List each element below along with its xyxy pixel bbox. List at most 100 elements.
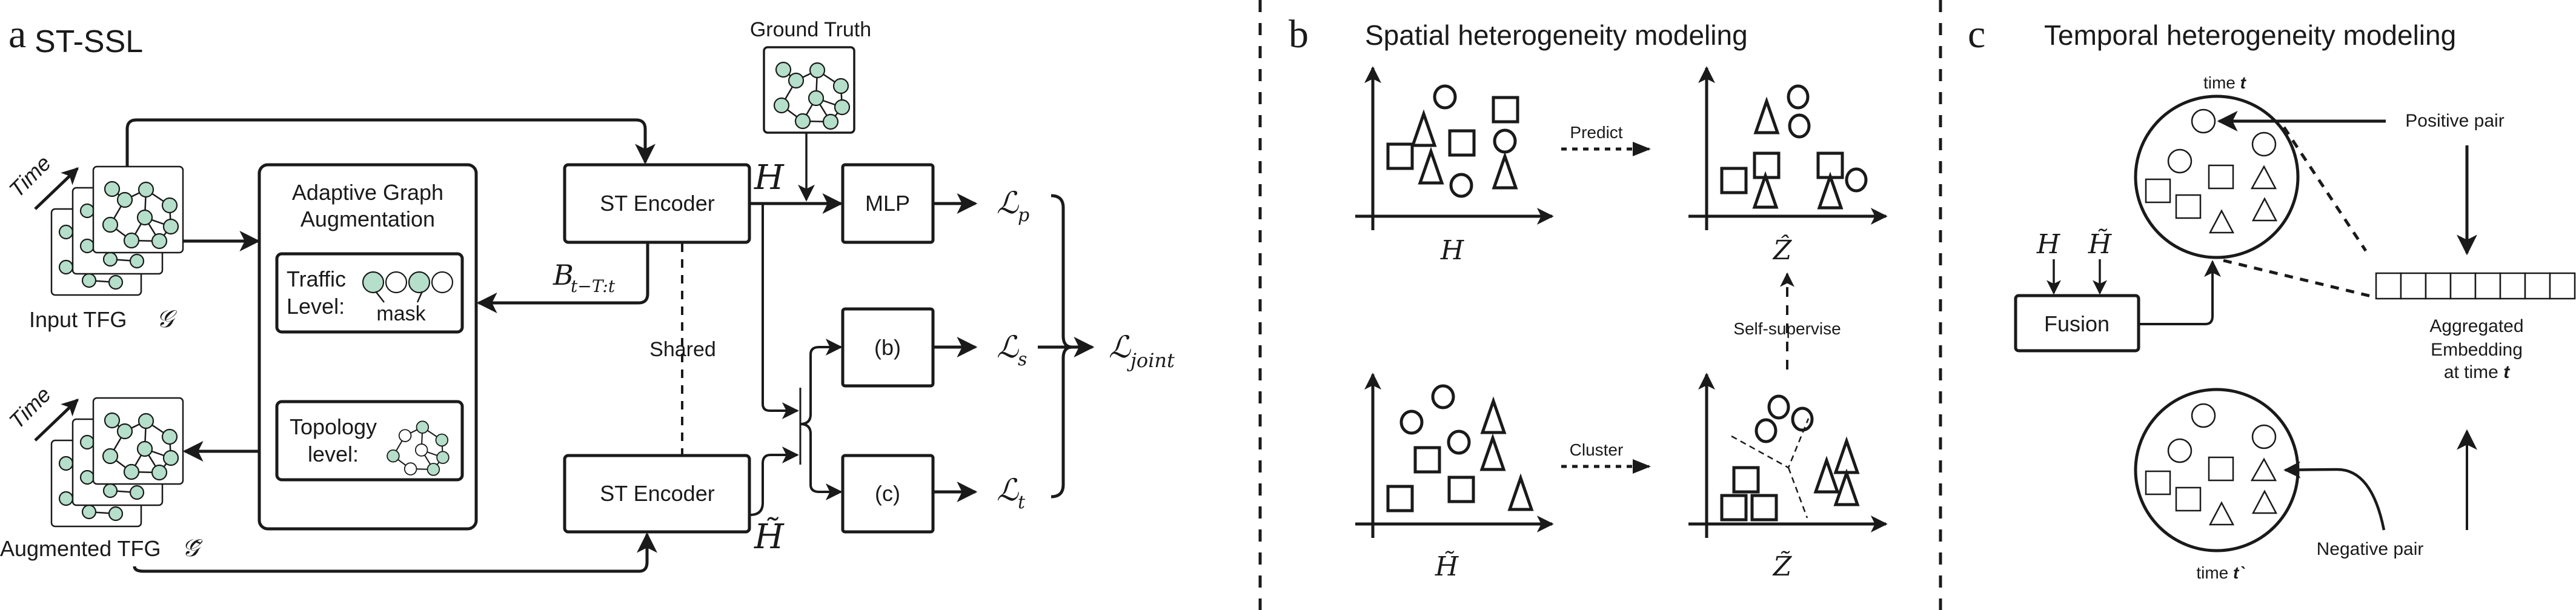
square-point [1447,476,1475,503]
panel-a-title: ST-SSL [35,24,143,59]
traffic-level-line1: Traffic [287,267,346,291]
module-c-box [841,454,935,534]
fusion-input-h-tilde: H̃ [2088,228,2113,260]
triangle-point [1819,176,1841,208]
panel-c-letter: c [1968,12,1985,56]
input-tfg-symbol: 𝒢 [156,305,178,333]
plot-label-h: H [1440,235,1465,266]
embedding-cell [2499,272,2526,300]
square-point [1732,466,1760,494]
arrow-augmented-to-encoder [133,532,657,573]
mlp-label: MLP [865,191,910,216]
junction-to-c [800,423,843,500]
embedding-cell [2425,272,2452,300]
triangle-point [1816,460,1837,492]
bias-subscript: t−T:t [571,276,616,296]
panel-b: b Spatial heterogeneity modeling H Predi… [1289,12,1888,582]
plot-label-h-tilde: H̃ [1435,550,1459,582]
triangle-point [1754,176,1776,207]
square-point [1753,151,1781,179]
aggregated-embedding-bar [2375,272,2576,300]
loss-joint: ℒ joint [1109,330,1175,372]
fusion-label: Fusion [2044,311,2110,336]
traffic-level-box [275,252,464,334]
plot-label-z-hat: Ẑ [1772,234,1793,266]
st-encoder-top-label: ST Encoder [600,191,714,216]
mask-pointer [416,291,423,303]
square-point [1386,142,1414,170]
panel-a-letter: a [8,12,26,56]
augmentation-title-line1: Adaptive Graph [292,180,443,205]
square-point [1386,485,1414,512]
input-tfg-label: Input TFG [29,307,127,332]
loss-spatial: ℒ s [997,330,1027,370]
triangle-point [1494,156,1516,188]
panel-c: c Temporal heterogeneity modeling time t… [1968,12,2576,582]
junction-to-b [800,339,843,425]
embedding-label-line3: at time t [2444,362,2511,382]
time-t-prime-points [2145,403,2278,526]
negative-pair-label: Negative pair [2317,539,2424,559]
triangle-point [1420,151,1442,183]
circle-point [1447,429,1471,455]
svg-text:ℒ: ℒ [997,185,1019,220]
h-tilde-symbol: H̃ [754,517,785,557]
embedding-label-line1: Aggregated [2429,316,2523,336]
masked-node [362,271,385,294]
augmented-tfg-symbol: 𝒢̃ [182,534,203,562]
embedding-label-line2: Embedding [2431,340,2523,360]
arrow-fusion-to-ellipse [2139,260,2221,325]
time-arrow-input: Time [4,150,79,210]
triangle-point [1482,401,1504,433]
square-point [1492,96,1519,124]
svg-text:joint: joint [1127,349,1175,372]
circle-point [1754,418,1778,443]
triangle-point [1482,438,1504,469]
loss-prediction: ℒ p [997,185,1029,226]
loss-temporal: ℒ t [997,472,1026,513]
scatter-z-hat: Ẑ [1688,66,1888,266]
circle-point [1493,128,1517,154]
svg-text:s: s [1018,349,1027,370]
svg-text:p: p [1018,205,1029,226]
scatter-z-tilde: Z̃ [1688,373,1888,582]
svg-text:ℒ: ℒ [997,472,1019,508]
circle-point [1399,409,1424,435]
predict-label: Predict [1570,123,1622,142]
time-arrow-augmented: Time [4,382,79,442]
h-tilde-branch-line [749,446,799,516]
embedding-space-time-t-prime [2134,388,2300,552]
traffic-mask-nodes [362,271,454,294]
circle-point [1767,394,1790,420]
augmented-tfg-stack [50,397,184,528]
unmasked-node [431,271,454,294]
cluster-boundary [1731,418,1810,519]
triangle-point [1510,478,1532,509]
embedding-cell [2375,272,2402,300]
traffic-level-line2: Level: [287,294,345,319]
h-branch-line [762,204,799,419]
self-supervise-label: Self-supervise [1733,319,1841,338]
scatter-h-tilde: H̃ [1355,373,1554,582]
bias-symbol: B [553,259,574,291]
embedding-cell [2400,272,2427,300]
circle-point [1787,84,1810,110]
unmasked-node [385,271,408,294]
triangle-point [1836,441,1857,472]
panel-b-letter: b [1289,12,1309,56]
time-label-input: Time [4,150,56,202]
square-point [1720,494,1748,522]
fusion-input-h: H [2036,229,2061,260]
panel-a: a ST-SSL Time Input TFG 𝒢 [0,12,1175,573]
triangle-point [1413,114,1435,145]
panel-b-title: Spatial heterogeneity modeling [1365,19,1748,51]
time-t-prime-label: time t` [2196,563,2245,582]
st-encoder-bottom-label: ST Encoder [600,481,714,506]
embedding-space-time-t [2134,94,2300,259]
circle-point [1845,167,1868,193]
topology-level-line2: level: [308,442,359,466]
positive-pair-label: Positive pair [2405,111,2504,131]
triangle-point [1756,101,1778,133]
topology-level-box [275,400,464,482]
